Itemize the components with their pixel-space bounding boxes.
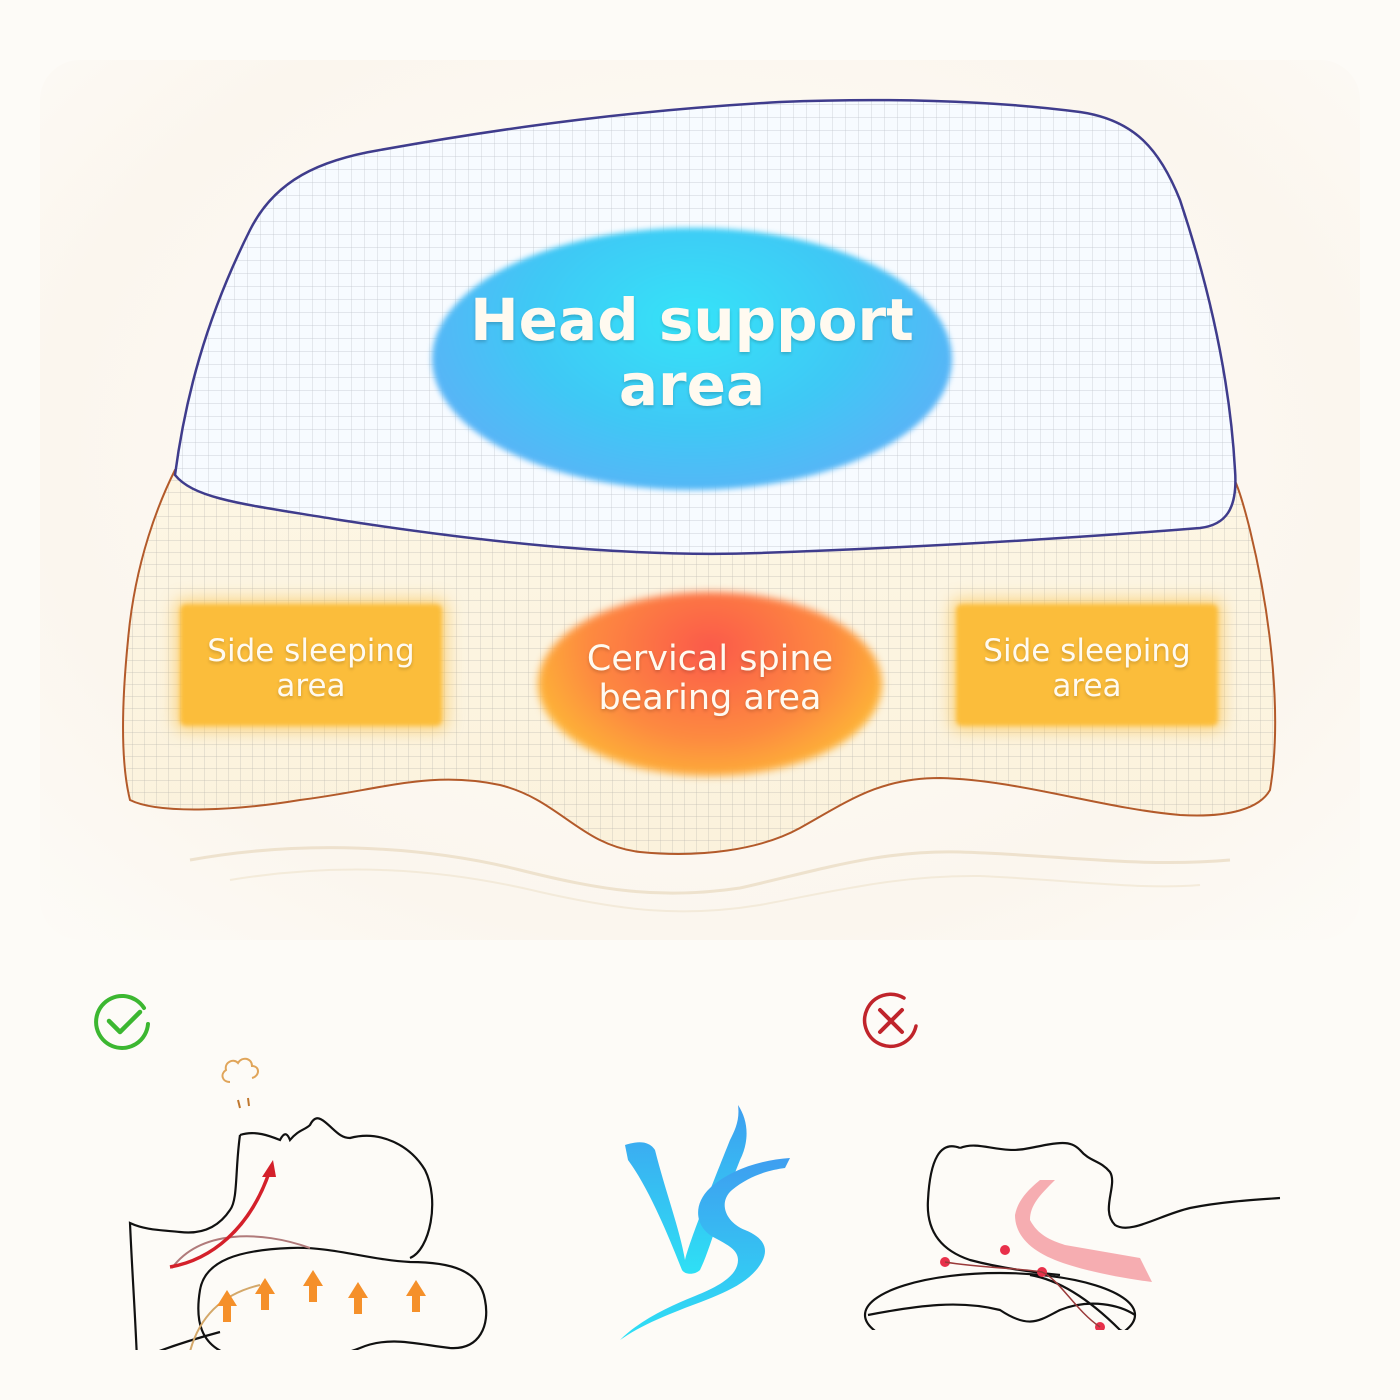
cervical-line1: Cervical spine bbox=[586, 639, 834, 679]
incorrect-sleeping-posture-illustration bbox=[863, 1141, 1281, 1330]
vs-label: VS bbox=[700, 1090, 702, 1091]
side-right-line2: area bbox=[1052, 667, 1122, 704]
cervical-spine-label: Cervical spine bearing area bbox=[538, 639, 882, 719]
side-sleeping-label-left: Side sleeping area bbox=[180, 634, 442, 703]
vs-emblem: VS bbox=[620, 1090, 790, 1340]
cervical-spine-zone bbox=[538, 592, 882, 776]
side-left-line2: area bbox=[276, 667, 346, 704]
cervical-line2: bearing area bbox=[598, 678, 822, 719]
x-circle-icon bbox=[862, 992, 918, 1049]
head-support-line2: area bbox=[618, 350, 766, 419]
side-sleeping-zone-right bbox=[956, 604, 1218, 726]
correct-sleeping-posture-illustration bbox=[128, 1057, 488, 1350]
check-circle-icon bbox=[94, 993, 150, 1050]
side-right-line1: Side sleeping bbox=[983, 633, 1191, 669]
side-left-line1: Side sleeping bbox=[207, 633, 415, 669]
side-sleeping-zone-left bbox=[180, 604, 442, 726]
side-sleeping-label-right: Side sleeping area bbox=[956, 634, 1218, 703]
head-support-zone bbox=[432, 228, 952, 490]
head-support-label: Head support area bbox=[432, 288, 952, 418]
head-support-line1: Head support bbox=[470, 286, 914, 354]
